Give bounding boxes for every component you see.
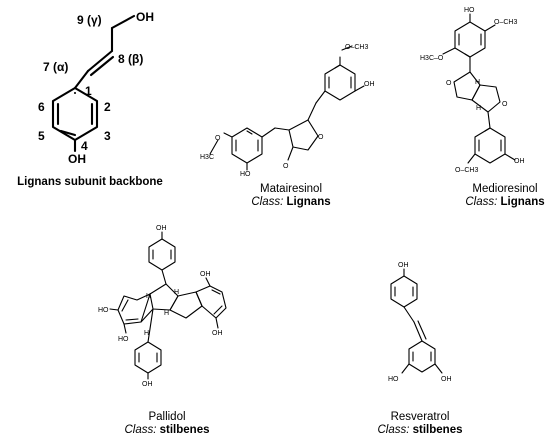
- resveratrol-oh-right: OH: [441, 376, 452, 383]
- compound-class: Class: stilbenes: [112, 424, 222, 437]
- pallidol-oh-left: HO: [98, 307, 109, 314]
- medioresinol-methoxy-bottom: O–CH3: [455, 167, 478, 174]
- backbone-caption: Lignans subunit backbone: [17, 176, 163, 188]
- medioresinol-methoxy-left: H3C–O: [420, 55, 444, 62]
- matairesinol-carbonyl-o: O: [283, 163, 289, 170]
- pallidol-h-2: H: [174, 289, 179, 296]
- class-prefix: Class:: [124, 424, 157, 436]
- compound-name: Matairesinol: [260, 183, 322, 195]
- medioresinol-oh-bottom: OH: [514, 158, 525, 165]
- backbone-oh-bottom: OH: [68, 152, 86, 166]
- matairesinol-ring-o: O: [318, 134, 324, 141]
- backbone-oh-top: OH: [136, 10, 154, 24]
- compound-name: Medioresinol: [472, 183, 538, 195]
- class-value: Lignans: [286, 196, 331, 208]
- pallidol-oh-right: OH: [212, 330, 223, 337]
- matairesinol-oh-bottom: HO: [240, 171, 251, 178]
- compound-class: Class: Lignans: [455, 196, 550, 209]
- class-value: Lignans: [500, 196, 545, 208]
- class-value: stilbenes: [412, 424, 463, 436]
- resveratrol-structure: [390, 268, 443, 374]
- pallidol-structure: [109, 231, 227, 380]
- label-c5: 5: [38, 129, 45, 143]
- compound-name: Resveratrol: [390, 411, 450, 423]
- compound-name: Pallidol: [148, 411, 186, 423]
- resveratrol-oh-top: OH: [398, 262, 409, 269]
- label-c6: 6: [38, 100, 45, 114]
- compound-class: Class: Lignans: [236, 196, 346, 209]
- resveratrol-oh-left: HO: [388, 376, 399, 383]
- matairesinol-methyl: H3C: [200, 154, 214, 161]
- class-prefix: Class:: [377, 424, 410, 436]
- caption-resveratrol: Resveratrol Class: stilbenes: [365, 411, 475, 437]
- label-c9: 9 (γ): [77, 13, 102, 27]
- label-c8: 8 (β): [118, 52, 143, 66]
- medioresinol-ring-o-right: O: [502, 101, 508, 108]
- medioresinol-h-top: H: [475, 79, 480, 86]
- pallidol-oh-left-bottom: HO: [118, 336, 129, 343]
- matairesinol-methoxy-top: O–CH3: [345, 44, 368, 51]
- label-c3: 3: [104, 129, 111, 143]
- medioresinol-oh-top: HO: [464, 7, 475, 14]
- medioresinol-structure: [442, 13, 516, 164]
- medioresinol-methoxy-right: O–CH3: [494, 19, 517, 26]
- pallidol-h-3: H: [164, 310, 169, 317]
- class-value: stilbenes: [159, 424, 210, 436]
- label-c7: 7 (α): [43, 60, 68, 74]
- medioresinol-ring-o-left: O: [446, 80, 452, 87]
- class-prefix: Class:: [251, 196, 284, 208]
- class-prefix: Class:: [465, 196, 498, 208]
- matairesinol-methoxy-o: O: [215, 135, 221, 142]
- pallidol-h-1: H: [146, 293, 151, 300]
- caption-pallidol: Pallidol Class: stilbenes: [112, 411, 222, 437]
- compound-class: Class: stilbenes: [365, 424, 475, 437]
- pallidol-h-4: H: [144, 330, 149, 337]
- caption-medioresinol: Medioresinol Class: Lignans: [455, 183, 550, 209]
- matairesinol-structure: [209, 45, 365, 171]
- medioresinol-h-bottom: H: [476, 105, 481, 112]
- label-c2: 2: [104, 100, 111, 114]
- pallidol-oh-top: OH: [156, 225, 167, 232]
- matairesinol-oh-top: OH: [364, 81, 375, 88]
- pallidol-oh-right-top: OH: [200, 271, 211, 278]
- pallidol-oh-bottom: OH: [142, 381, 153, 388]
- caption-matairesinol: Matairesinol Class: Lignans: [236, 183, 346, 209]
- backbone-structure: [51, 14, 136, 153]
- label-c4: 4: [81, 139, 88, 153]
- label-c1: 1: [85, 84, 92, 98]
